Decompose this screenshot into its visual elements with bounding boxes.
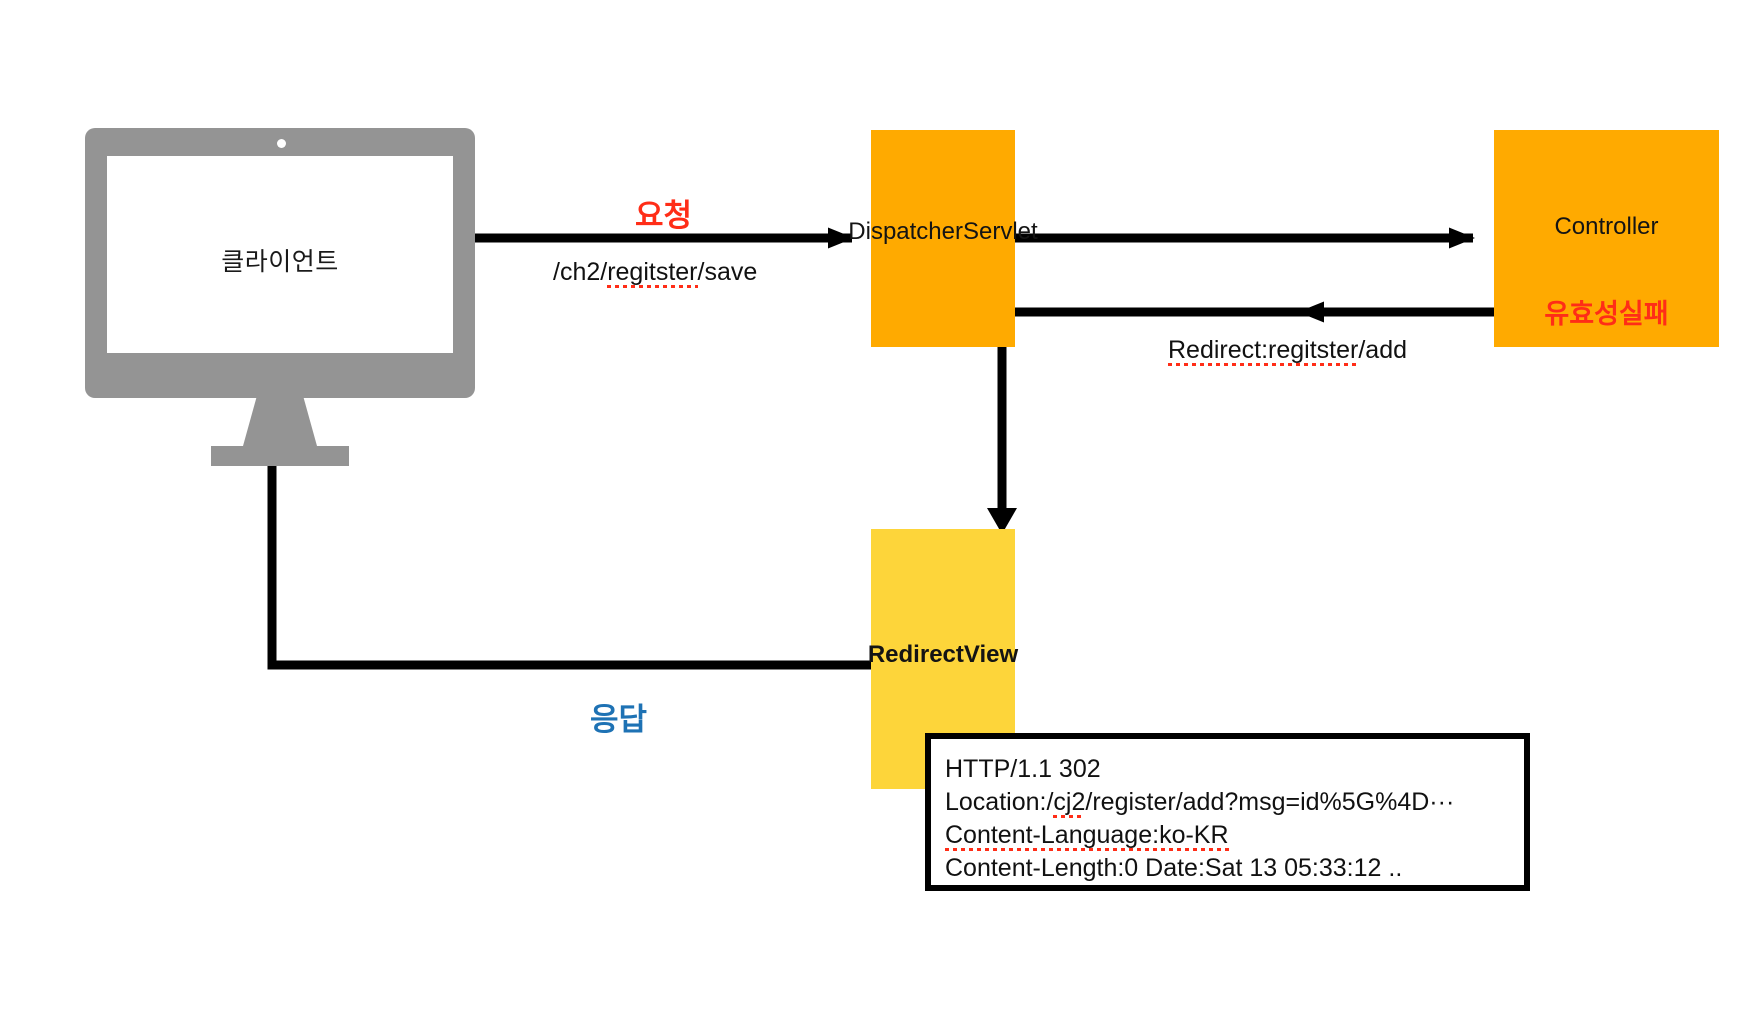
node-dispatcher-servlet: DispatcherServlet — [848, 130, 1038, 347]
client-label: 클라이언트 — [221, 248, 339, 276]
http-location-suffix: /register/add?msg=id%5G%4D··· — [1085, 788, 1455, 816]
http-language-spellcheck: Content-Language:ko-KR — [945, 821, 1229, 852]
client-monitor: 클라이언트 — [85, 128, 475, 466]
edge-view-arrowhead — [987, 508, 1017, 534]
http-response-line-location: Location:/cj2/register/add?msg=id%5G%4D·… — [945, 786, 1524, 819]
monitor-neck — [243, 398, 317, 446]
redirect-label-suffix: /add — [1358, 336, 1408, 364]
http-location-spellcheck: cj2 — [1053, 788, 1086, 819]
monitor-bezel: 클라이언트 — [85, 128, 475, 398]
edge-label-request: 요청 — [635, 198, 693, 233]
controller-validation-failed-label: 유효성실패 — [1544, 299, 1669, 329]
redirect-view-label: RedirectView — [867, 641, 1019, 668]
edge-label-response: 응답 — [590, 702, 648, 737]
edge-label-redirect: Redirect:regitster/add — [1168, 336, 1408, 367]
dispatcher-servlet-label: DispatcherServlet — [848, 218, 1038, 245]
node-controller: Controller 유효성실패 — [1494, 130, 1719, 347]
http-response-line-language: Content-Language:ko-KR — [945, 819, 1524, 852]
edge-label-request-url: /ch2/regitster/save — [553, 258, 758, 289]
controller-label: Controller — [1554, 213, 1659, 240]
monitor-base — [211, 446, 349, 466]
request-url-prefix: /ch2/ — [553, 258, 608, 286]
redirect-label-spellcheck: Redirect:regitster — [1168, 336, 1359, 367]
request-url-suffix: /save — [697, 258, 758, 286]
request-url-spellcheck: regitster — [607, 258, 698, 289]
http-response-line-length: Content-Length:0 Date:Sat 13 05:33:12 .. — [945, 854, 1403, 882]
edge-response-path — [267, 412, 871, 670]
http-response-line-status: HTTP/1.1 302 — [945, 755, 1101, 783]
monitor-camera-icon — [277, 139, 286, 148]
http-response-callout: HTTP/1.1 302 Location:/cj2/register/add?… — [925, 733, 1530, 891]
monitor-screen: 클라이언트 — [107, 156, 453, 353]
edge-controller-return-arrowhead — [1298, 301, 1324, 323]
http-location-prefix: Location:/ — [945, 788, 1054, 816]
